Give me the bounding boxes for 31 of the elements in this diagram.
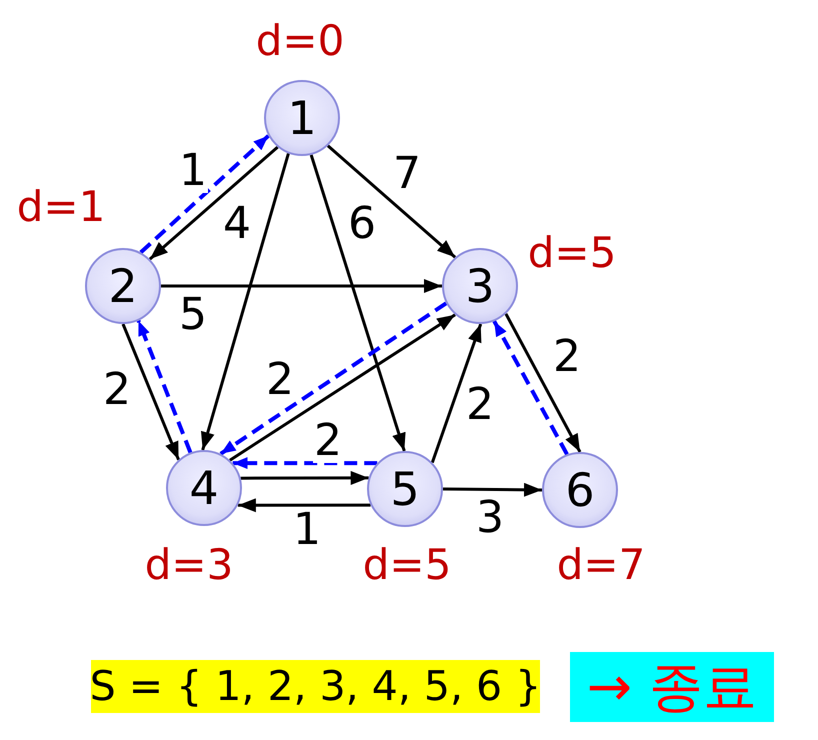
distance-label: d=5 [362,544,452,586]
arrow [229,313,456,462]
node-circle: 5 [367,451,443,527]
arrow [430,324,482,464]
distance-label: d=0 [256,20,344,62]
arrow [504,313,582,453]
node-circle: 3 [442,248,518,324]
distance-label: d=3 [144,544,234,586]
node-circle: 6 [542,452,618,528]
arrow [161,279,442,293]
arrow [238,498,371,512]
arrow [442,482,542,497]
dashed-arrow [136,320,192,454]
set-highlight: S = { 1, 2, 3, 4, 5, 6 } [91,660,540,713]
dashed-arrow [232,457,378,470]
node-circle: 2 [85,248,161,324]
arrow [240,470,369,485]
dashed-arrow [492,320,569,456]
distance-label: d=5 [528,232,616,274]
arrow [148,146,279,260]
distance-label: d=7 [556,544,646,586]
end-banner: → 종료 [570,652,774,722]
node-circle: 4 [166,450,242,526]
arrow [122,323,180,460]
arrow [200,153,290,450]
node-circle: 1 [264,80,340,156]
dashed-arrow [139,134,270,254]
arrow [310,154,406,452]
arrow [326,144,456,258]
distance-label: d=1 [16,186,106,228]
dashed-arrow [220,302,448,456]
